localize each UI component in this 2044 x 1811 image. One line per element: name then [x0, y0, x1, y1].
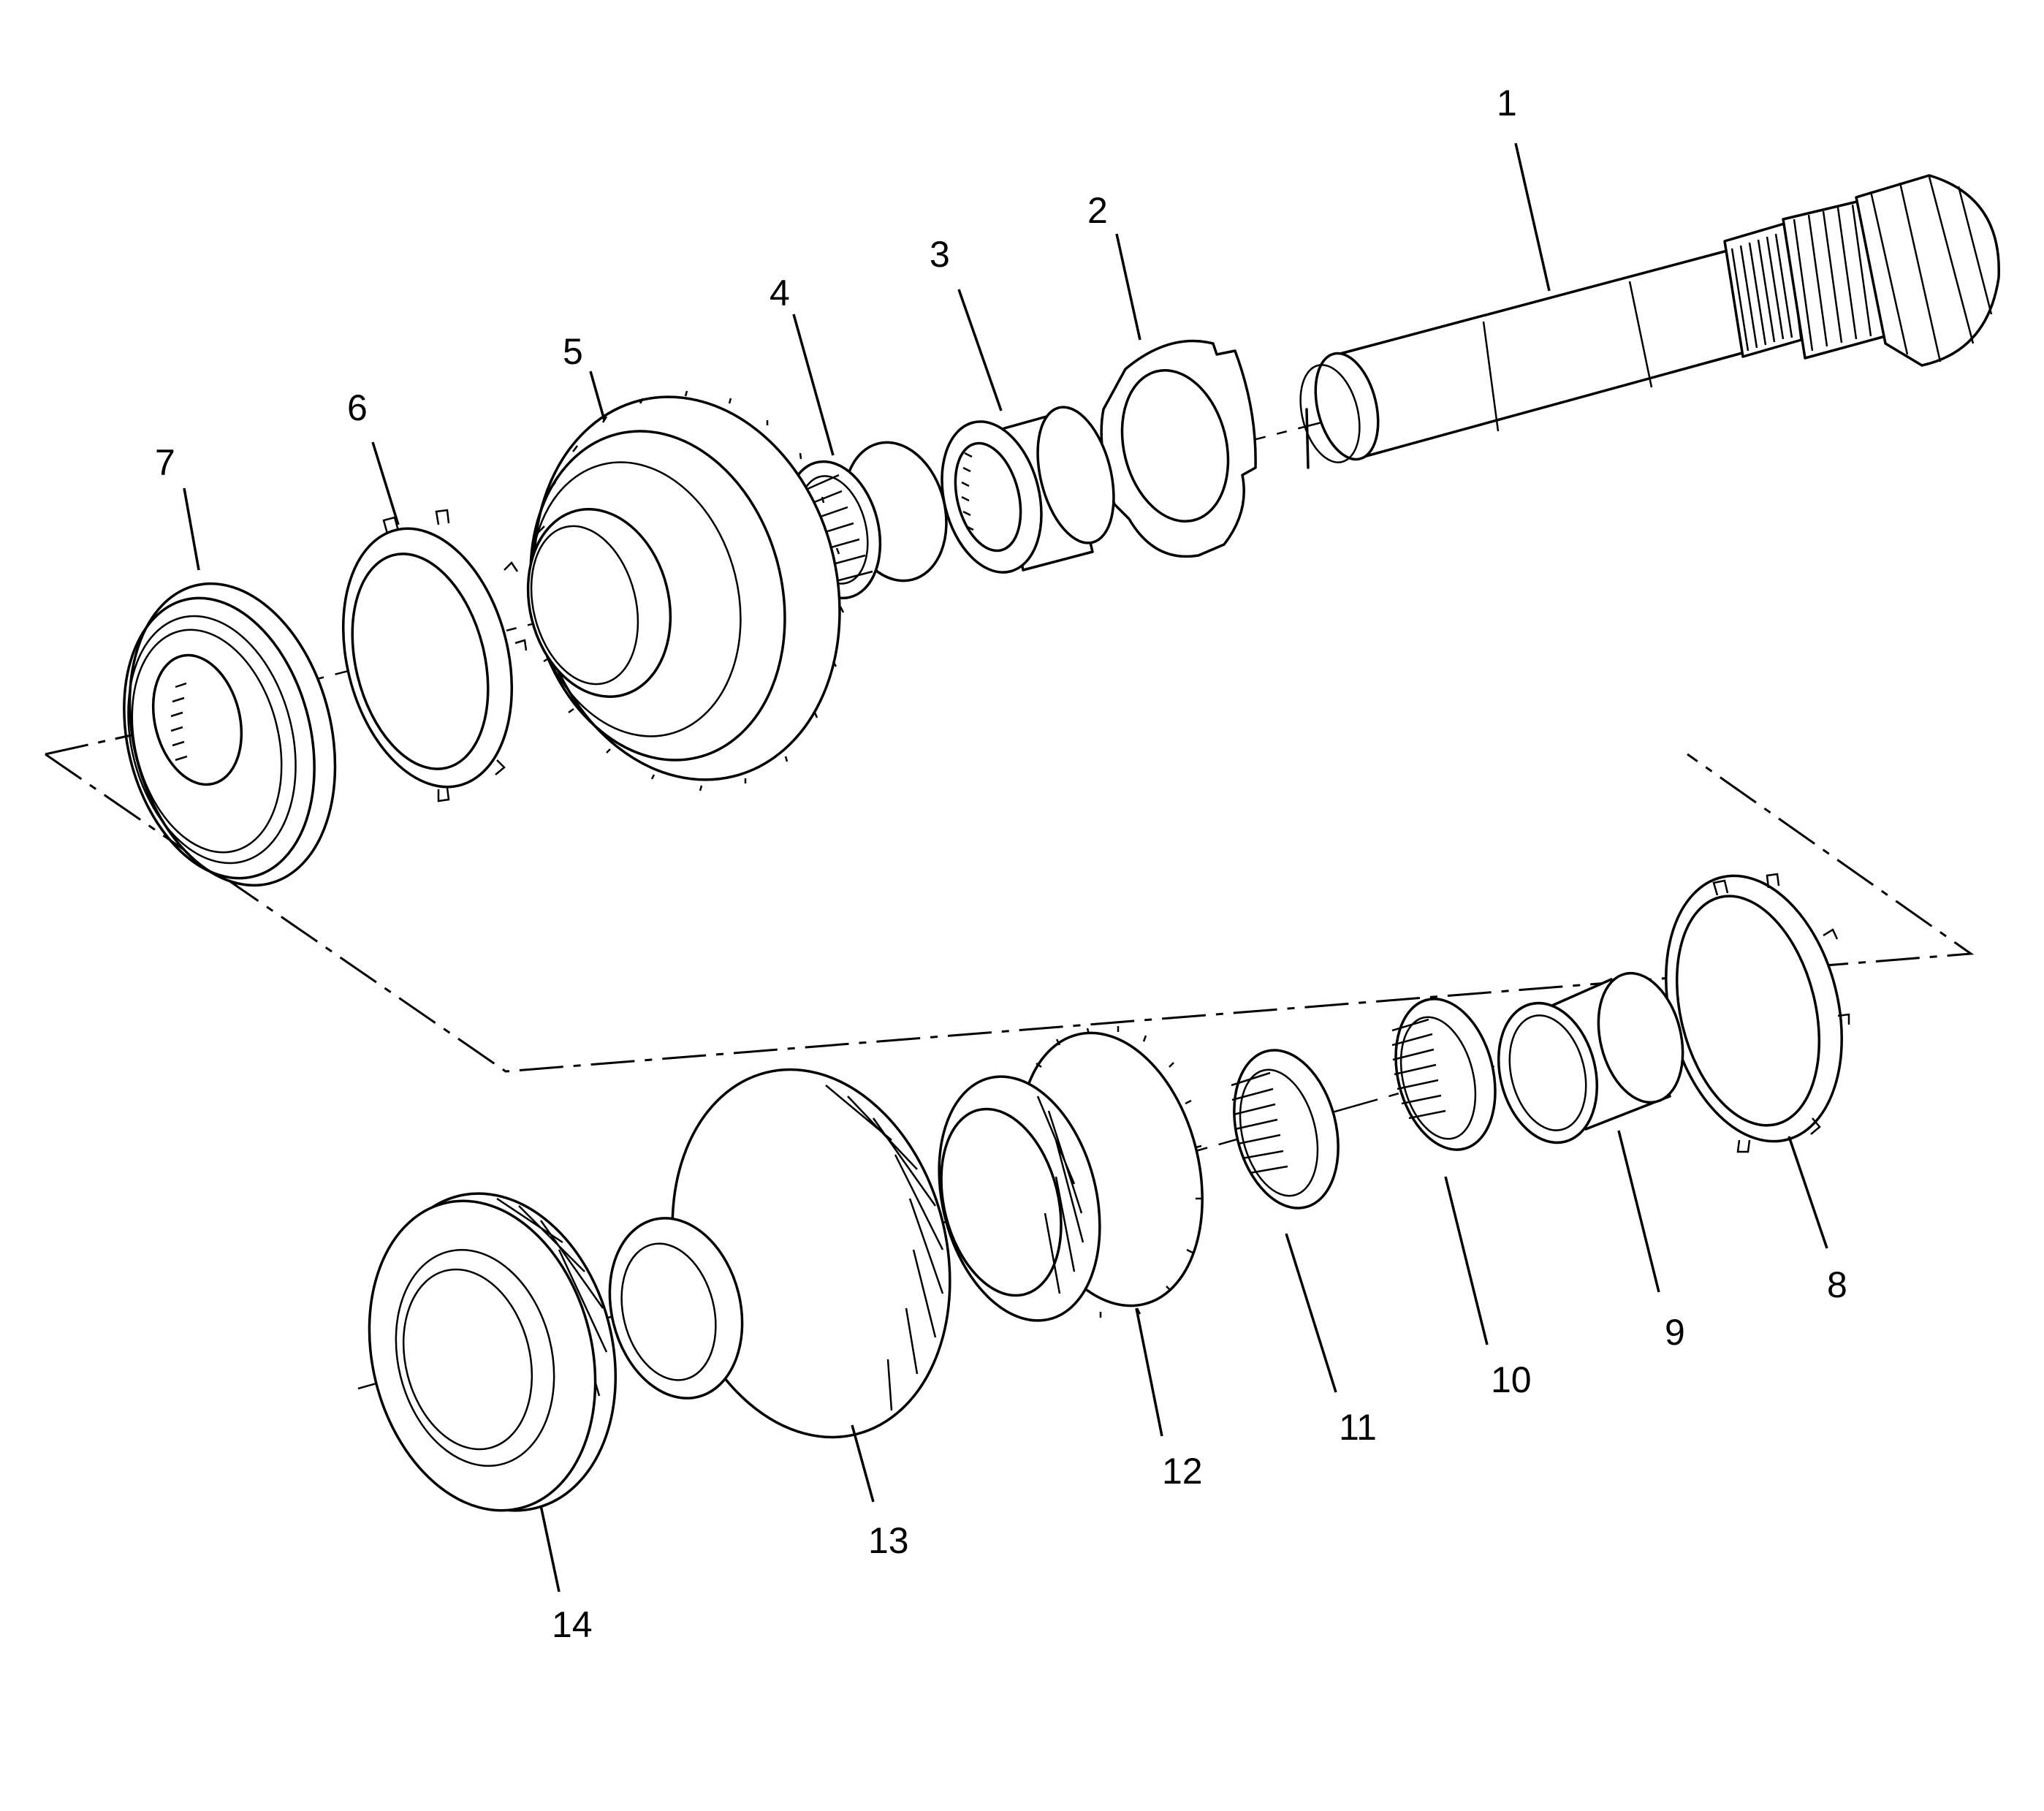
callout-4: 4: [770, 273, 790, 314]
part-5-helical-gear: [526, 390, 845, 791]
shaft-spline-teeth: [1730, 233, 1793, 352]
callout-14: 14: [552, 1604, 593, 1645]
part-10-needle-bearing: [1391, 998, 1497, 1151]
leader-5: [589, 371, 606, 421]
part-6-synchronizer-ring: [341, 509, 528, 802]
leader-6: [371, 441, 400, 525]
callout-5: 5: [563, 331, 583, 372]
part-1-input-shaft: [1299, 174, 2000, 469]
callout-2: 2: [1087, 190, 1108, 231]
leader-4: [792, 314, 835, 456]
part-11-needle-bearing: [1231, 1049, 1340, 1210]
leader-12: [1135, 1307, 1163, 1437]
leader-3: [957, 289, 1003, 411]
callout-1: 1: [1497, 83, 1517, 124]
leader-9: [1617, 1130, 1660, 1293]
callout-6: 6: [347, 387, 368, 428]
part-3-splined-hub-sleeve: [941, 406, 1115, 574]
part-9-sleeve: [1497, 971, 1684, 1144]
callout-11: 11: [1339, 1407, 1377, 1448]
leader-1: [1514, 143, 1551, 292]
callout-9: 9: [1665, 1312, 1685, 1353]
leader-14: [539, 1505, 561, 1592]
callout-12: 12: [1162, 1451, 1203, 1492]
leader-13: [851, 1424, 875, 1503]
callout-8: 8: [1827, 1264, 1847, 1305]
callout-7: 7: [155, 442, 175, 483]
part-14-helical-gear: [368, 1192, 618, 1512]
part-12-gear-with-cone: [938, 1026, 1204, 1322]
callout-3: 3: [930, 234, 950, 275]
leader-2: [1115, 233, 1141, 341]
callout-13: 13: [868, 1520, 909, 1561]
part-2-thrust-washer: [1100, 339, 1257, 558]
part-13-helical-gear: [608, 1068, 951, 1439]
part-7-synchronizer-hub: [123, 582, 337, 887]
leader-11: [1285, 1233, 1337, 1393]
leader-8: [1787, 1136, 1828, 1249]
leader-7: [183, 487, 200, 571]
callout-10: 10: [1491, 1359, 1532, 1400]
leader-10: [1444, 1176, 1489, 1345]
